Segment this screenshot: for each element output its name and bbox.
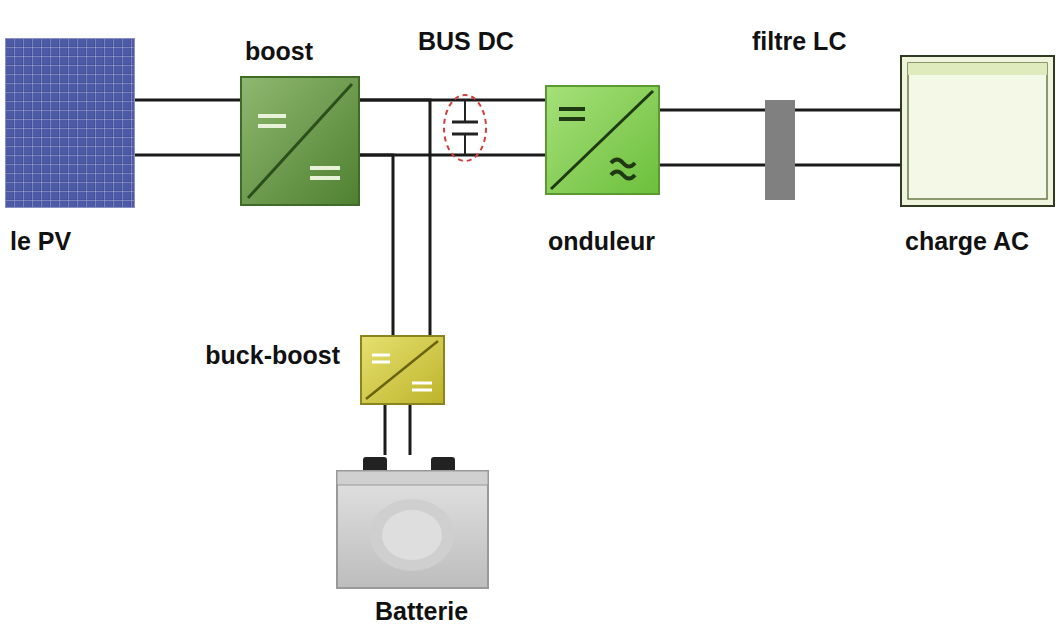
buck-boost-converter-art xyxy=(360,335,445,405)
wire xyxy=(135,99,240,102)
inverter: onduleur xyxy=(545,85,660,195)
component-label: onduleur xyxy=(548,228,655,256)
ac-load-art xyxy=(900,55,1055,207)
highlight-circle xyxy=(444,95,486,161)
buck-boost-converter: buck-boost xyxy=(360,335,445,405)
component-label: le PV xyxy=(10,228,71,256)
capacitor-plate xyxy=(452,133,478,136)
component-label: boost xyxy=(245,38,313,66)
double-wire xyxy=(135,100,240,155)
pv-panel: le PV xyxy=(5,38,135,208)
double-wire xyxy=(795,110,900,165)
boost-converter: boost xyxy=(240,76,360,206)
component-label: Batterie xyxy=(375,598,468,626)
double-wire xyxy=(660,110,765,165)
double-wire xyxy=(360,100,430,335)
wire xyxy=(795,164,900,167)
boost-converter-art xyxy=(240,76,360,206)
component-label: buck-boost xyxy=(205,342,340,370)
lc-filter-art xyxy=(765,100,795,200)
wire xyxy=(660,109,765,112)
capacitor-plate xyxy=(452,121,478,124)
lc-filter: filtre LC xyxy=(765,100,795,200)
wire xyxy=(384,405,387,455)
double-wire xyxy=(385,405,410,455)
component-label: filtre LC xyxy=(752,28,846,56)
wire xyxy=(795,109,900,112)
bus-label: BUS DC xyxy=(418,28,514,56)
wire xyxy=(360,155,393,335)
capacitor-lead xyxy=(464,100,466,122)
ac-load: charge AC xyxy=(900,55,1055,207)
wire xyxy=(360,100,430,335)
component-label: charge AC xyxy=(905,228,1029,256)
inverter-art xyxy=(545,85,660,195)
capacitor-lead xyxy=(464,134,466,155)
wire xyxy=(409,405,412,455)
wire xyxy=(660,164,765,167)
pv-panel-art xyxy=(5,38,135,208)
wire xyxy=(135,154,240,157)
battery-art xyxy=(335,455,490,590)
double-wire xyxy=(360,100,545,155)
battery: Batterie xyxy=(335,455,490,590)
